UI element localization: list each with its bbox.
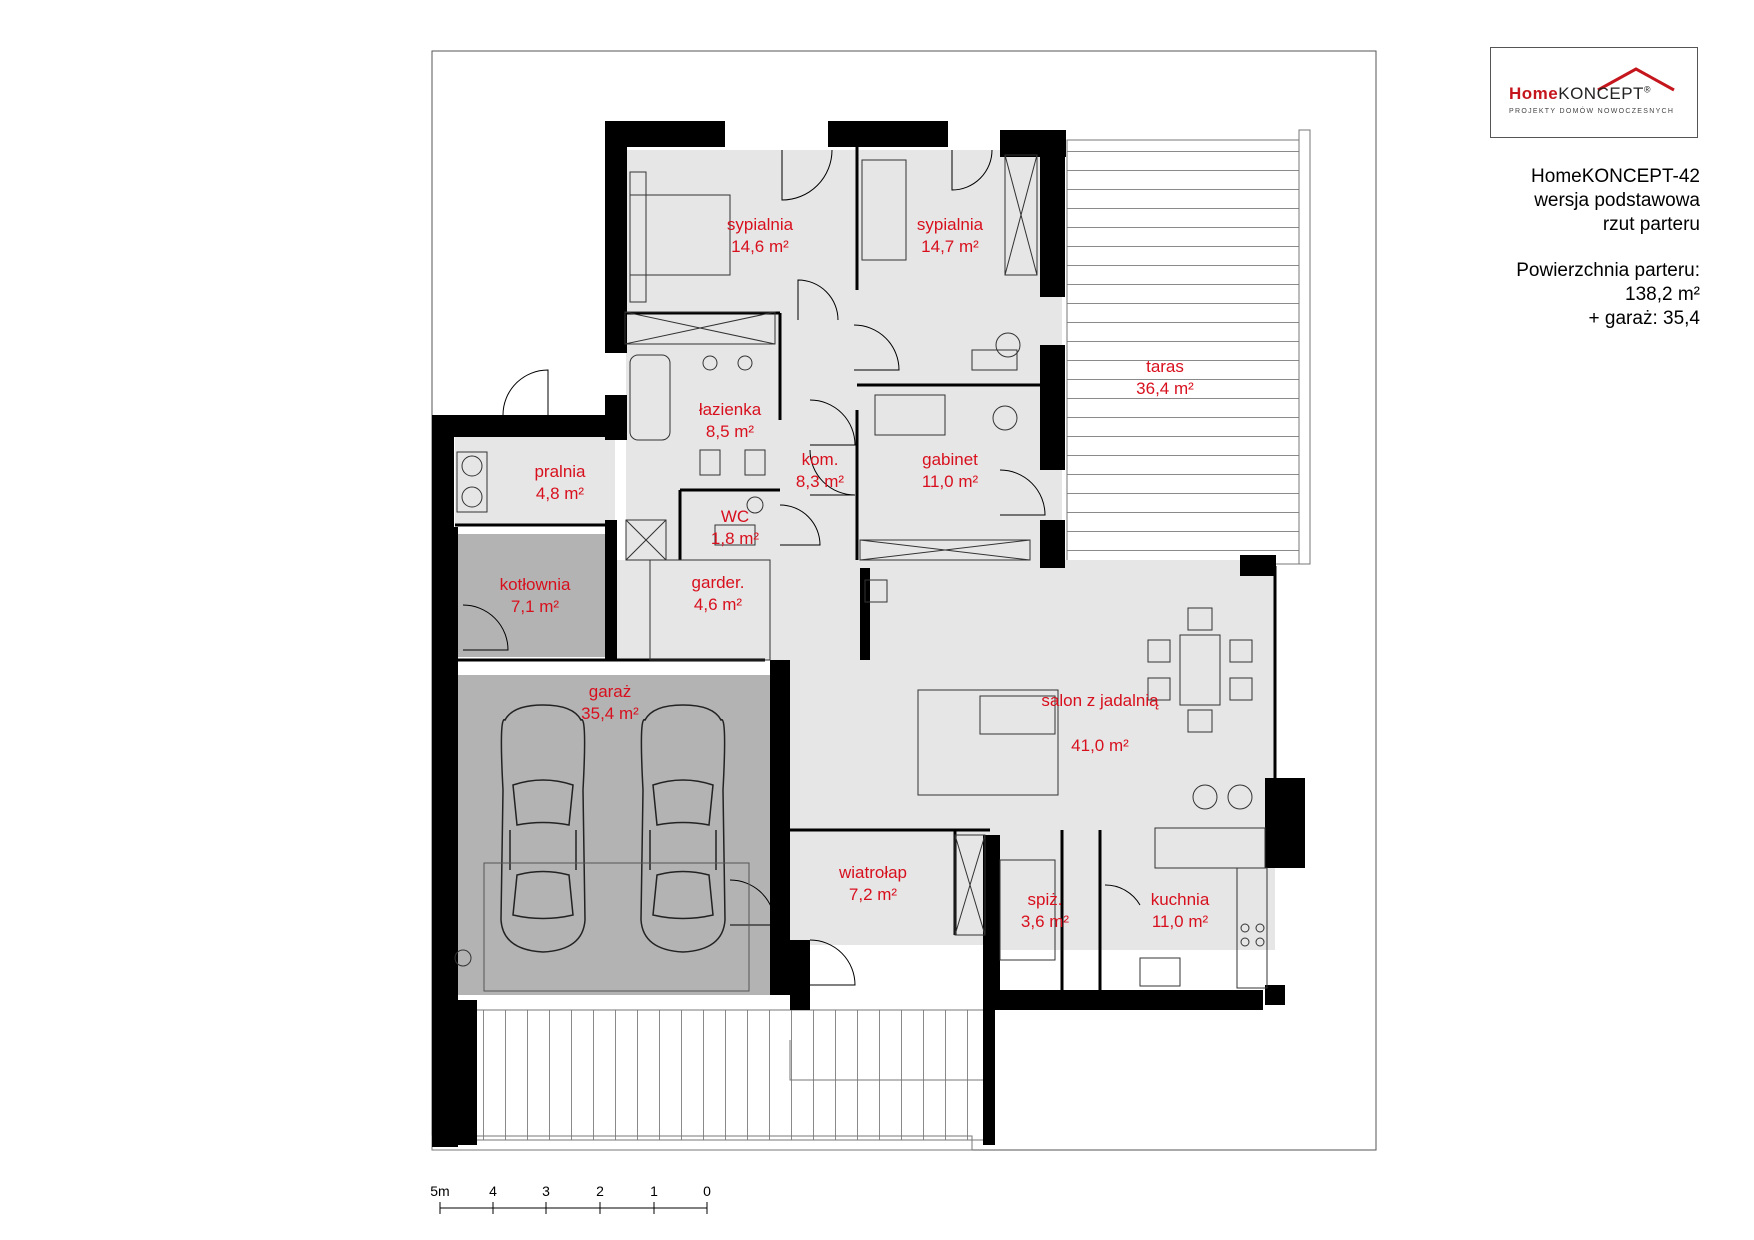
project-view: rzut parteru (1602, 214, 1700, 235)
area-value: 138,2 m² (1625, 284, 1700, 305)
front-steps (431, 1009, 993, 1151)
shelf-icon (859, 539, 1031, 561)
room-name: kotłownia (500, 575, 571, 594)
doors (462, 149, 1141, 986)
room-name: WC (721, 507, 749, 526)
room-labels: sypialnia 14,6 m² sypialnia 14,7 m² łazi… (500, 215, 1210, 931)
room-area: 8,5 m² (706, 422, 755, 441)
room-area: 14,7 m² (921, 237, 979, 256)
room-area: 41,0 m² (1071, 736, 1129, 755)
company-logo: HomeKONCEPT® PROJEKTY DOMÓW NOWOCZESNYCH (1490, 47, 1698, 138)
room-area: 11,0 m² (922, 472, 979, 491)
room-area: 8,3 m² (796, 472, 845, 491)
sink-icon (1139, 957, 1181, 987)
garage-area: + garaż: 35,4 (1588, 308, 1700, 329)
walls (432, 121, 1305, 1147)
scale-tick-label: 5m (430, 1183, 449, 1199)
scale-tick-label: 1 (650, 1183, 658, 1199)
scale-tick-label: 2 (596, 1183, 604, 1199)
room-area: 4,6 m² (694, 595, 743, 614)
corner-sofa-icon (917, 689, 1059, 796)
bathtub-icon (629, 354, 671, 441)
room-name: gabinet (922, 450, 978, 469)
room-name: taras (1146, 357, 1184, 376)
room-area: 1,8 m² (711, 529, 760, 548)
project-version: wersja podstawowa (1534, 190, 1700, 211)
wardrobe3-icon (649, 559, 771, 661)
room-name: pralnia (534, 462, 586, 481)
room-name: kuchnia (1151, 890, 1210, 909)
room-area: 35,4 m² (581, 704, 639, 723)
project-info: HomeKONCEPT-42 wersja podstawowa rzut pa… (1516, 165, 1700, 331)
room-name: garder. (692, 573, 745, 592)
scale-bar: 0 1 2 3 4 5m (430, 1183, 711, 1214)
project-name: HomeKONCEPT-42 (1531, 166, 1700, 187)
car-icon (500, 704, 586, 953)
wc-bowl-icon (714, 524, 756, 546)
room-area: 4,8 m² (536, 484, 585, 503)
furniture (454, 154, 1268, 989)
sofa-icon (874, 394, 946, 436)
room-area: 7,2 m² (849, 885, 898, 904)
room-area: 3,6 m² (1021, 912, 1070, 931)
room-name: sypialnia (917, 215, 984, 234)
room-area: 7,1 m² (511, 597, 560, 616)
scale-tick-label: 3 (542, 1183, 550, 1199)
room-name: sypialnia (727, 215, 794, 234)
scale-tick-label: 0 (703, 1183, 711, 1199)
coffee-table-icon (979, 695, 1056, 735)
room-name: łazienka (699, 400, 762, 419)
single-bed-icon (861, 159, 907, 261)
dining-table-icon (1179, 634, 1221, 706)
scale-tick-label: 4 (489, 1183, 497, 1199)
kitchen-island-icon (1154, 827, 1266, 869)
wardrobe2-icon (1004, 154, 1038, 276)
wardrobe-icon (624, 311, 776, 345)
washing-machine-icon (456, 451, 488, 513)
house-roof-icon (1597, 67, 1675, 92)
shower-icon (625, 519, 667, 561)
terrace-deck (1066, 129, 1311, 565)
room-area: 14,6 m² (731, 237, 789, 256)
room-area: 36,4 m² (1136, 379, 1194, 398)
room-name: garaż (589, 682, 632, 701)
area-title: Powierzchnia parteru: (1516, 260, 1700, 281)
room-name: salon z jadalnią (1041, 691, 1159, 710)
room-area: 11,0 m² (1152, 912, 1209, 931)
room-name: kom. (802, 450, 839, 469)
stove-icon (864, 579, 888, 603)
cars (483, 704, 750, 992)
logo-tagline: PROJEKTY DOMÓW NOWOCZESNYCH (1509, 108, 1675, 115)
nightstand-icon (629, 171, 647, 303)
room-name: spiż. (1028, 890, 1063, 909)
room-name: wiatrołap (838, 863, 907, 882)
logo-brand: HomeKONCEPT® (1509, 84, 1652, 103)
